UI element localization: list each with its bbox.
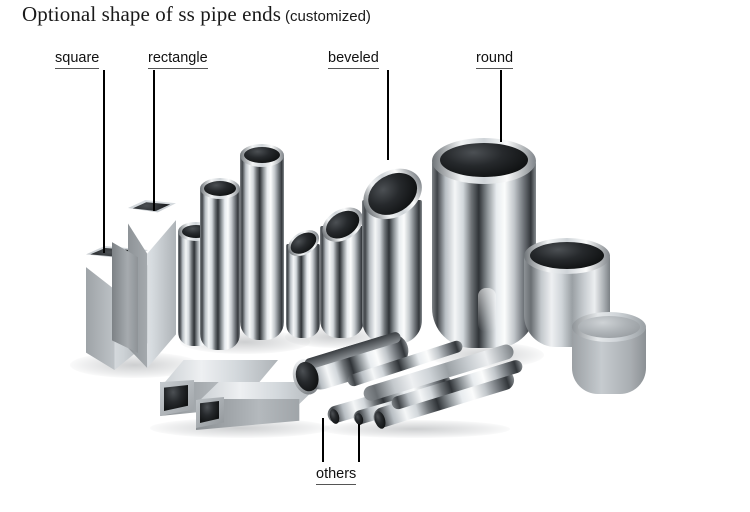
square-tube-lying-back-mouth (164, 385, 188, 411)
leader-line-round (500, 70, 502, 142)
round-pipe-medium-left-mouth (204, 181, 236, 196)
round-pipe-medium-left (200, 178, 240, 354)
round-pipe-tall (240, 144, 284, 344)
round-pipe-tall-body (240, 155, 284, 340)
rectangle-tube-back (112, 232, 138, 358)
beveled-pipe-medium-body (320, 226, 364, 338)
beveled-pipe-small-body (286, 244, 320, 338)
round-pipe-tall-mouth (244, 147, 280, 163)
page-title: Optional shape of ss pipe ends(customize… (22, 2, 371, 27)
shadow-lying-tubes (150, 418, 330, 438)
leader-line-square (103, 70, 105, 253)
round-cylinder-short (524, 238, 610, 356)
leader-line-others-b (358, 424, 360, 462)
round-cylinder-matte-mouth (578, 316, 640, 338)
callout-label-square[interactable]: square (55, 50, 100, 69)
callout-label-rectangle[interactable]: rectangle (148, 50, 208, 69)
round-cylinder-short-mouth (530, 242, 604, 269)
shadow-thin-tubes (320, 420, 510, 438)
round-pipe-medium-left-body (200, 188, 240, 350)
leader-line-others-a (322, 418, 324, 462)
callout-label-round[interactable]: round (476, 50, 514, 69)
round-pipe-large-mouth (440, 143, 528, 177)
beveled-pipe-large-body (362, 200, 422, 344)
callout-label-beveled[interactable]: beveled (328, 50, 379, 69)
leader-line-rectangle (153, 70, 155, 211)
round-cylinder-matte (572, 312, 646, 402)
callout-label-others[interactable]: others (316, 466, 357, 485)
round-pipe-large-inner-sheen (478, 288, 496, 332)
square-tube-lying-front (196, 382, 322, 430)
rectangle-tube-back-face (112, 242, 138, 353)
page-title-sub: (customized) (285, 8, 371, 25)
page-title-main: Optional shape of ss pipe ends (22, 2, 282, 26)
beveled-pipe-large (354, 152, 431, 348)
rectangle-tube-mouth (132, 202, 171, 211)
leader-line-beveled (387, 70, 389, 160)
beveled-pipe-medium (316, 196, 370, 342)
square-tube-lying-front-mouth (200, 401, 219, 423)
beveled-pipe-small (283, 222, 324, 340)
round-pipe-large (432, 138, 536, 358)
square-tube-lying-front-top (196, 382, 322, 404)
